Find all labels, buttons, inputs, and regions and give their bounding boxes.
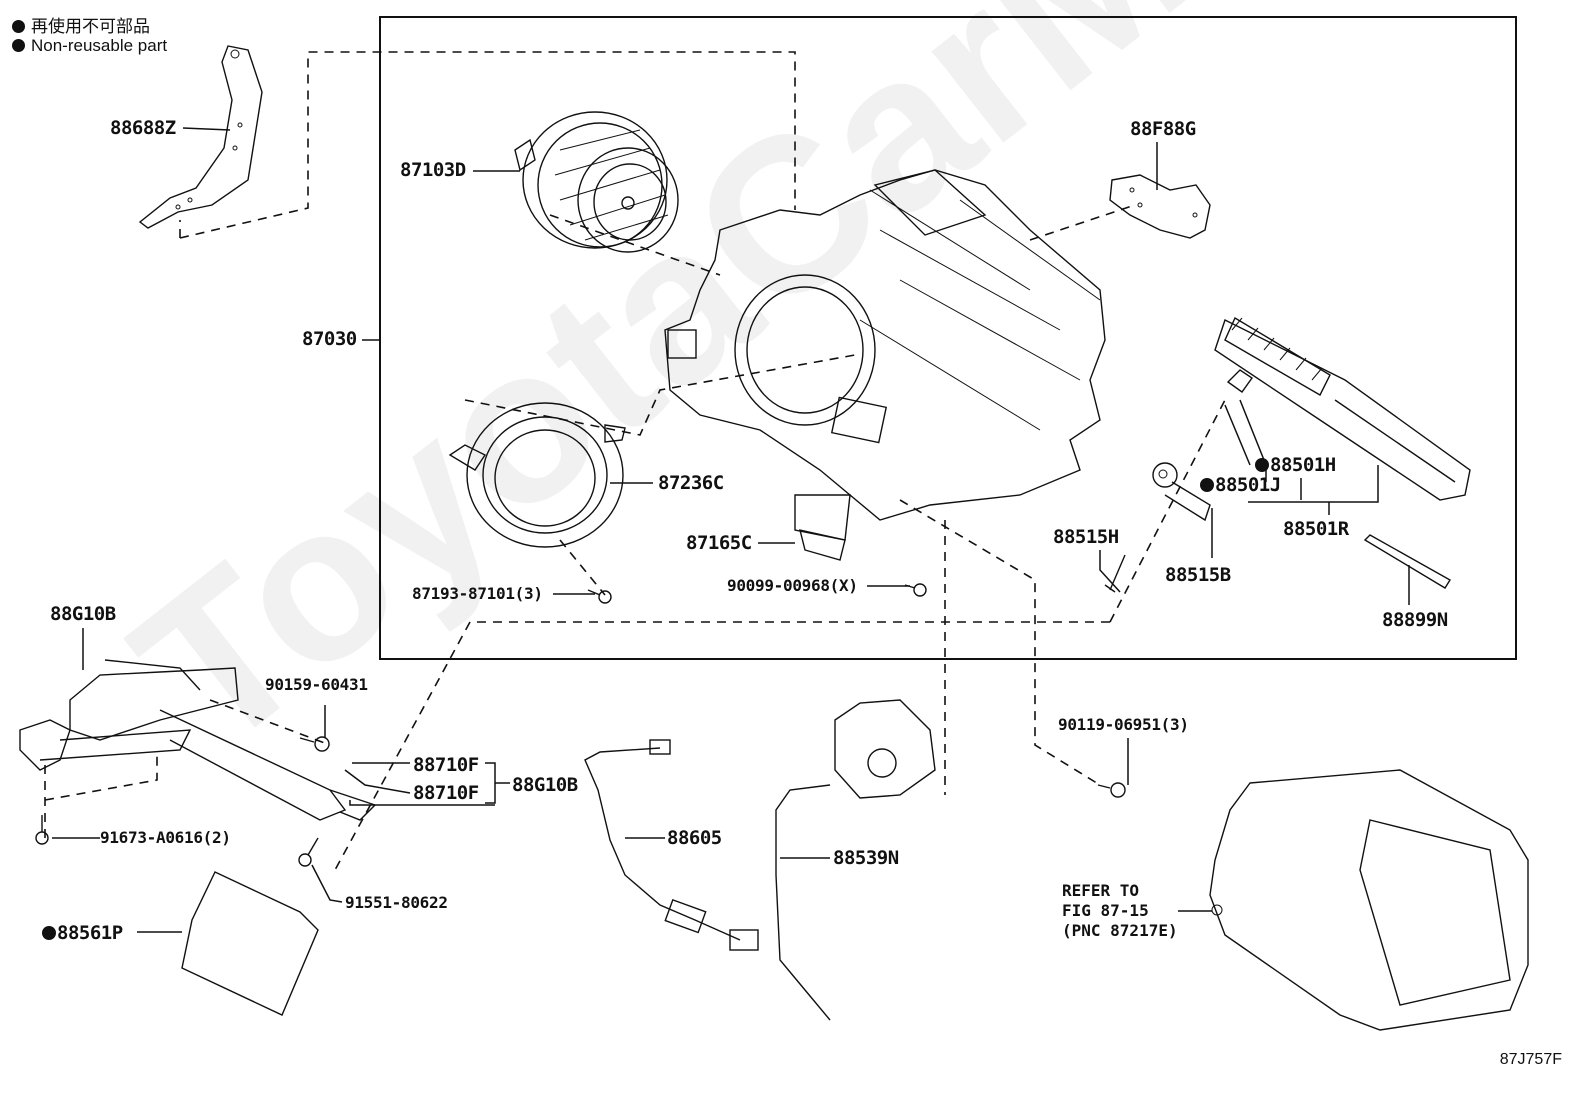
callout-88G10B-group[interactable]: 88G10B (512, 774, 578, 796)
part-88F88G-bracket (1109, 174, 1211, 239)
callout-88561P[interactable]: 88561P (42, 924, 123, 943)
callout-90159-60431[interactable]: 90159-60431 (265, 675, 368, 694)
legend-english: Non-reusable part (12, 36, 167, 56)
part-87103D-blower-motor (514, 111, 679, 253)
callout-88688Z[interactable]: 88688Z (110, 117, 176, 139)
callout-88710F-lower[interactable]: 88710F (413, 782, 479, 804)
part-87217E-cover (1209, 769, 1529, 1031)
small-fasteners (35, 736, 1126, 867)
part-87236C-ring (448, 402, 626, 548)
callout-88515H[interactable]: 88515H (1053, 526, 1119, 548)
callout-88515B[interactable]: 88515B (1165, 564, 1231, 586)
callout-87193-87101[interactable]: 87193-87101(3) (412, 584, 543, 603)
callout-88539N[interactable]: 88539N (833, 847, 899, 869)
callout-87030[interactable]: 87030 (302, 328, 357, 350)
callout-91551-80622[interactable]: 91551-80622 (345, 893, 448, 912)
figure-id: 87J757F (1499, 1051, 1562, 1068)
part-88501R-evaporator (1214, 316, 1471, 501)
callout-88501H[interactable]: 88501H (1255, 456, 1336, 475)
callout-88899N[interactable]: 88899N (1382, 609, 1448, 631)
part-88899N-strip (1363, 534, 1451, 589)
callout-87236C[interactable]: 87236C (658, 472, 724, 494)
callout-88501R[interactable]: 88501R (1283, 518, 1349, 540)
assembly-87030-frame (379, 16, 1517, 660)
callout-91673-A0616[interactable]: 91673-A0616(2) (100, 828, 231, 847)
legend-japanese: 再使用不可部品 (12, 12, 150, 37)
dashed-guides (44, 51, 1226, 871)
bullet-icon (12, 39, 25, 52)
part-88G10B-duct (19, 659, 377, 821)
callout-90099-00968[interactable]: 90099-00968(X) (727, 576, 858, 595)
callout-87103D[interactable]: 87103D (400, 159, 466, 181)
callout-87165C[interactable]: 87165C (686, 532, 752, 554)
callout-88G10B-duct[interactable]: 88G10B (50, 603, 116, 625)
part-88688Z-bracket (138, 45, 263, 229)
callout-88501J[interactable]: 88501J (1200, 476, 1281, 495)
reference-note-fig-87-15[interactable]: REFER TO FIG 87-15 (PNC 87217E) (1062, 881, 1178, 940)
part-88539N-sensor (775, 699, 936, 1021)
part-87030-heater-case (664, 169, 1106, 521)
part-87165C-resistor (794, 494, 851, 561)
non-reusable-dot-icon (42, 926, 56, 940)
part-88605-wire-harness (584, 739, 759, 951)
callout-88605[interactable]: 88605 (667, 827, 722, 849)
callout-90119-06951[interactable]: 90119-06951(3) (1058, 715, 1189, 734)
non-reusable-dot-icon (1255, 458, 1269, 472)
screws-in-assembly (587, 462, 1211, 604)
leader-lines (52, 127, 1410, 933)
part-88561P-pad (181, 871, 319, 1016)
callout-88710F-upper[interactable]: 88710F (413, 754, 479, 776)
non-reusable-dot-icon (1200, 478, 1214, 492)
bullet-icon (12, 20, 25, 33)
callout-88F88G[interactable]: 88F88G (1130, 118, 1196, 140)
